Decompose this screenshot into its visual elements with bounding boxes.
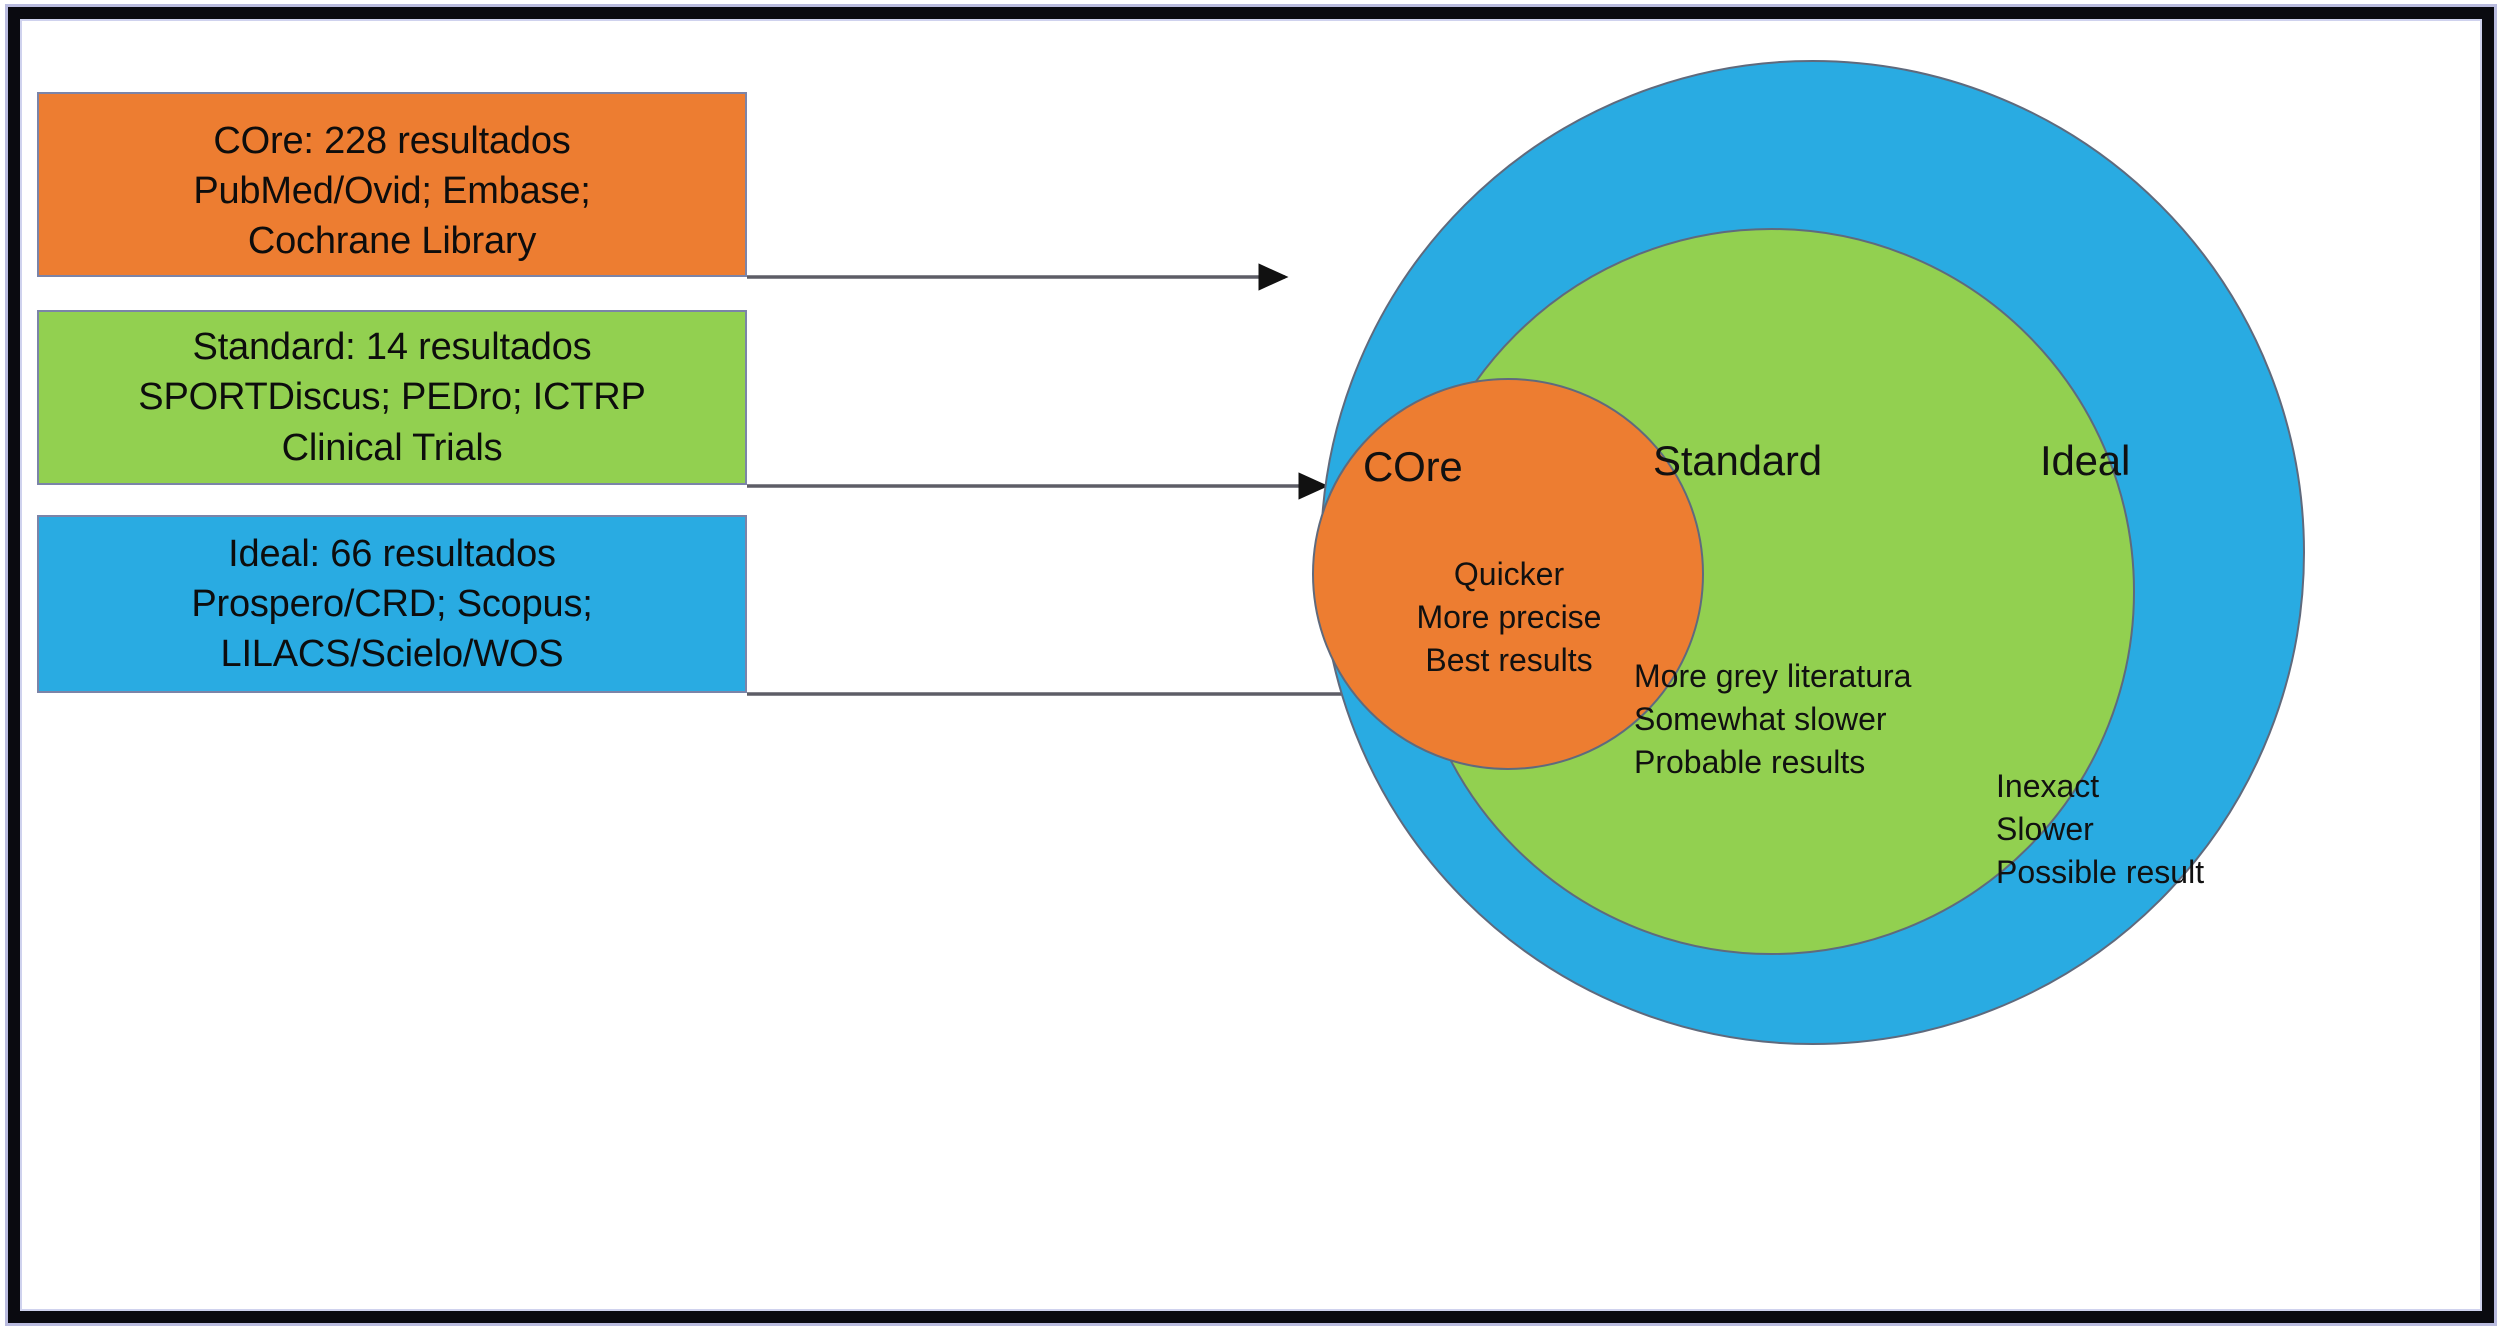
venn-core-attr-1: Quicker xyxy=(1453,556,1565,592)
venn-attributes-standard: More grey literatura Somewhat slower Pro… xyxy=(1634,655,1911,784)
outer-frame-edge xyxy=(5,4,2497,1326)
venn-ideal-attr-2: Slower xyxy=(1996,810,2094,847)
legend-standard-line-1: Standard: 14 resultados xyxy=(192,326,592,369)
venn-core-attr-2: More precise xyxy=(1416,598,1602,635)
legend-ideal-line-3: LILACS/Scielo/WOS xyxy=(220,633,564,676)
venn-attributes-ideal: Inexact Slower Possible result xyxy=(1996,765,2204,894)
legend-box-ideal[interactable]: Ideal: 66 resultados Prospero/CRD; Scopu… xyxy=(37,515,747,693)
venn-attributes-core: Quicker More precise Best results xyxy=(1350,553,1668,682)
legend-box-core[interactable]: COre: 228 resultados PubMed/Ovid; Embase… xyxy=(37,92,747,277)
legend-ideal-line-1: Ideal: 66 resultados xyxy=(228,532,556,575)
legend-core-line-2: PubMed/Ovid; Embase; xyxy=(193,170,591,213)
venn-label-standard: Standard xyxy=(1653,437,1822,484)
outer-frame-black xyxy=(8,7,2494,1323)
venn-standard-attr-3: Probable results xyxy=(1634,743,1866,780)
legend-ideal-line-2: Prospero/CRD; Scopus; xyxy=(191,582,593,625)
venn-label-ideal: Ideal xyxy=(2040,437,2131,484)
venn-standard-attr-2: Somewhat slower xyxy=(1634,700,1887,737)
venn-circle-core[interactable] xyxy=(1312,378,1704,770)
venn-ideal-attr-1: Inexact xyxy=(1996,768,2100,804)
legend-box-standard[interactable]: Standard: 14 resultados SPORTDiscus; PED… xyxy=(37,310,747,485)
legend-standard-line-2: SPORTDiscus; PEDro; ICTRP xyxy=(138,376,646,419)
venn-standard-attr-1: More grey literatura xyxy=(1634,658,1912,694)
legend-core-line-3: Cochrane Library xyxy=(247,220,537,263)
venn-core-attr-3: Best results xyxy=(1425,641,1593,678)
venn-label-core: COre xyxy=(1363,443,1463,490)
legend-core-line-1: COre: 228 resultados xyxy=(213,120,571,162)
legend-standard-line-3: Clinical Trials xyxy=(281,426,503,469)
venn-ideal-attr-3: Possible result xyxy=(1996,853,2205,890)
